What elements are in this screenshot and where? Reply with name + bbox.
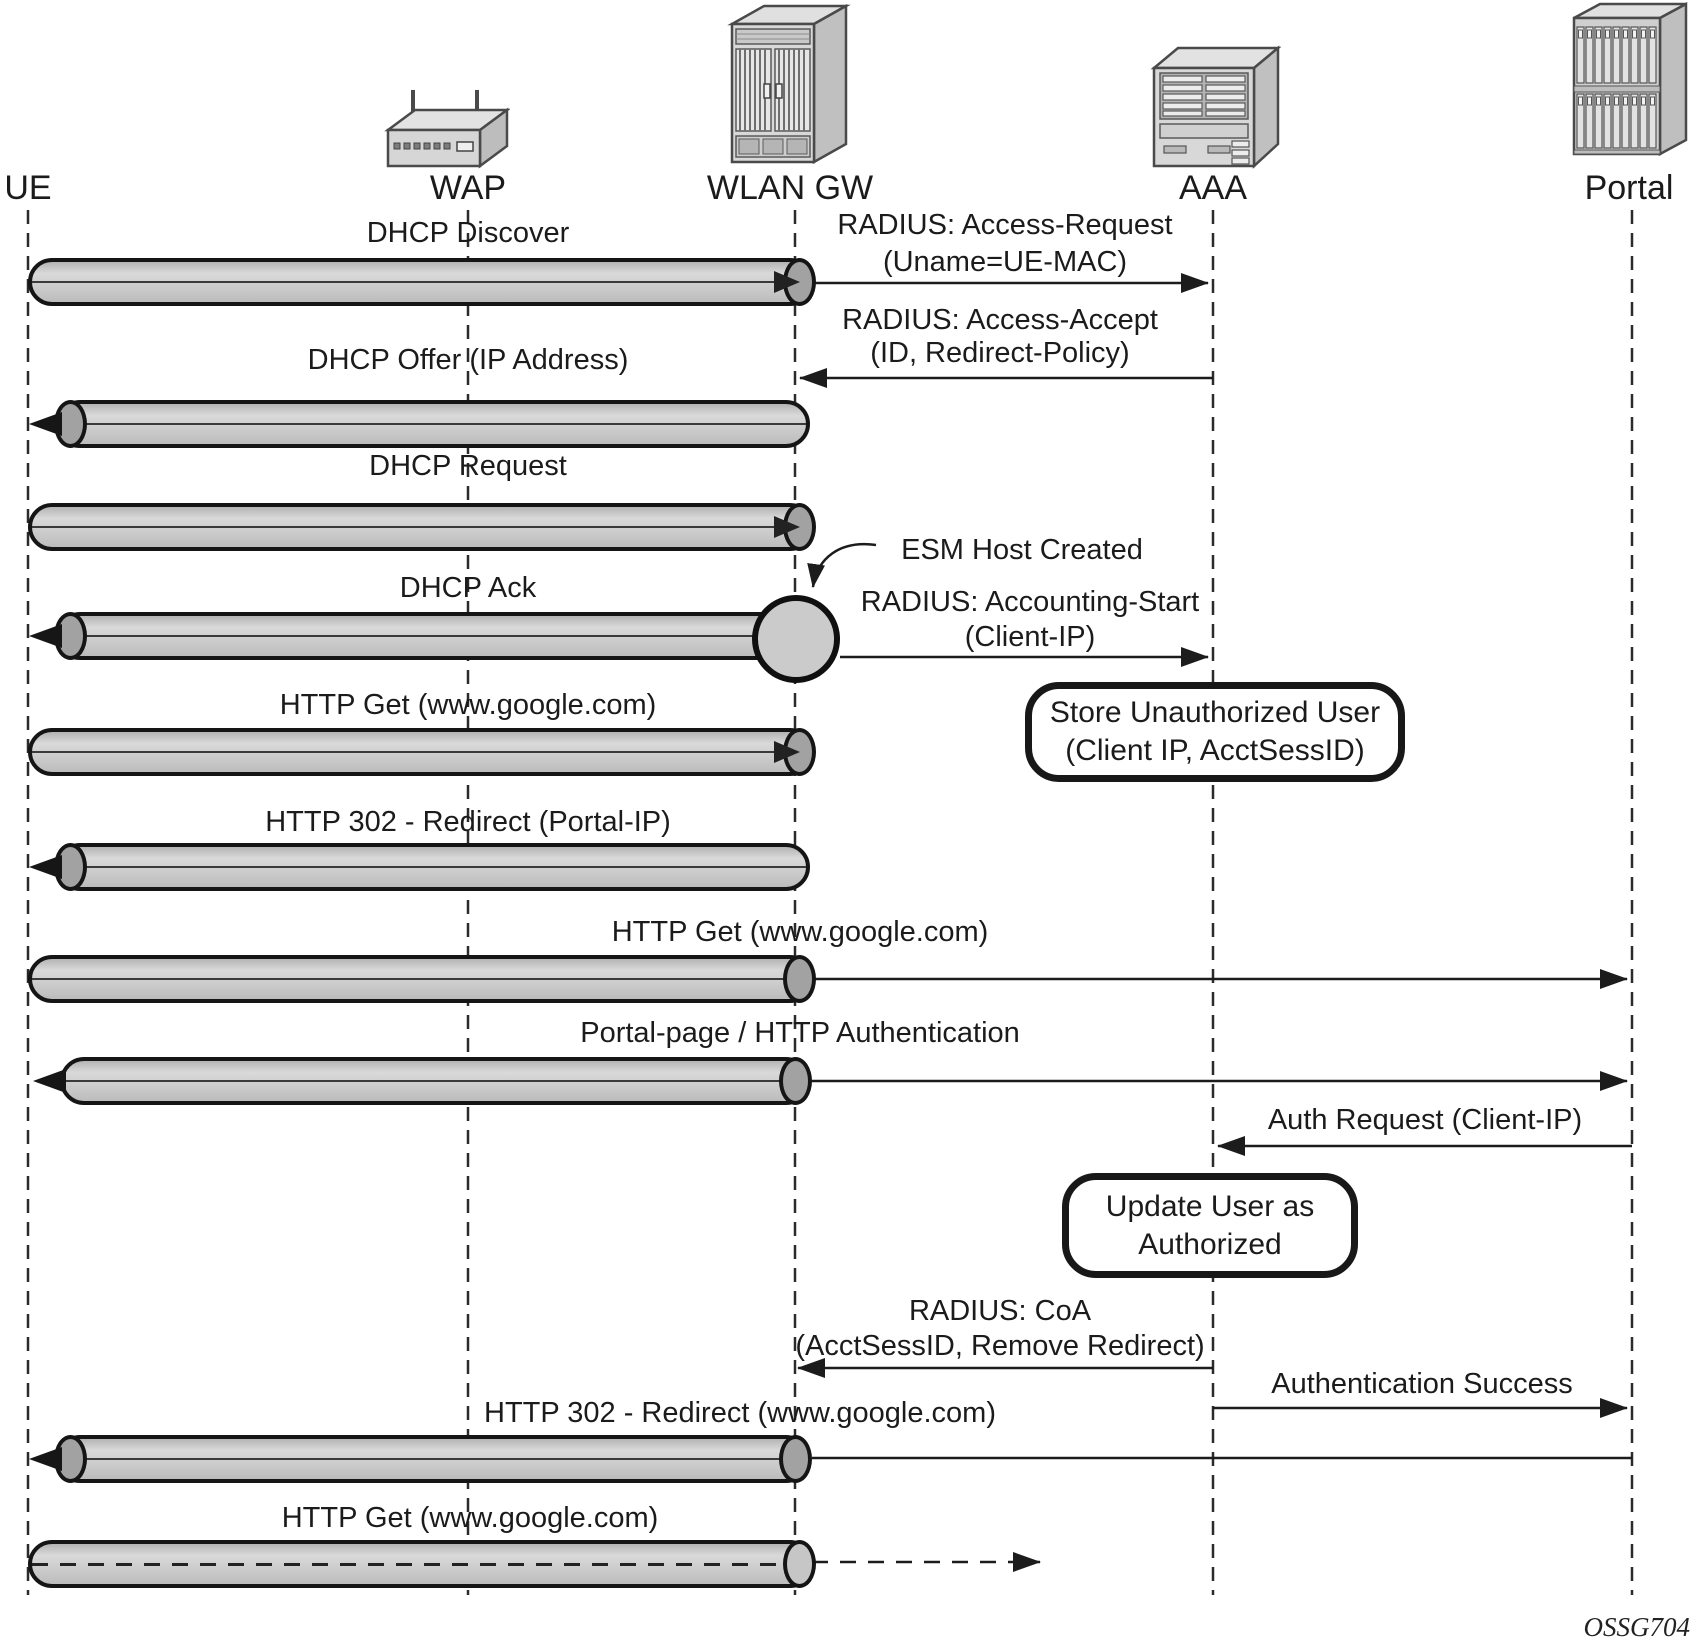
label-auth-request: Auth Request (Client-IP) [1267,1104,1583,1136]
wlan-gateway-chassis-icon [726,3,852,166]
label-accounting-start-line1: RADIUS: Accounting-Start [860,586,1200,618]
actor-label-aaa: AAA [1178,169,1248,207]
label-dhcp-ack: DHCP Ack [399,572,537,604]
esm-host-created-marker [752,595,840,683]
label-portal-page: Portal-page / HTTP Authentication [580,1017,1020,1049]
tube-http-302-portal [29,843,810,891]
esm-callout-curved-arrow [807,542,877,588]
label-esm-host-created: ESM Host Created [901,534,1143,566]
label-http-302-portal: HTTP 302 - Redirect (Portal-IP) [265,806,671,838]
tube-http-get-2 [28,955,816,1003]
figure-id: OSSG704 [1583,1612,1691,1642]
label-dhcp-request: DHCP Request [369,450,567,482]
portal-server-chassis-icon [1568,1,1690,164]
label-coa-line1: RADIUS: CoA [908,1295,1092,1327]
note-store-line1: Store Unauthorized User [1049,696,1381,729]
tube-http-302-google [29,1435,812,1483]
label-auth-success: Authentication Success [1271,1368,1573,1400]
label-coa-line2: (AcctSessID, Remove Redirect) [795,1330,1205,1362]
tube-dhcp-ack [29,612,796,660]
tube-http-get-1 [28,728,816,776]
arrowhead-left-icon [29,1447,62,1471]
arrowhead-left-icon [29,624,62,648]
actor-label-wap: WAP [429,169,507,207]
note-update-line1: Update User as [1105,1189,1315,1223]
label-access-accept-line1: RADIUS: Access-Accept [842,304,1158,336]
aaa-server-icon [1148,40,1282,170]
tube-dhcp-discover [28,258,816,306]
note-store-line2: (Client IP, AcctSessID) [1065,734,1365,767]
note-store-unauthorized-user: Store Unauthorized User (Client IP, Acct… [1025,682,1405,782]
arrowhead-left-icon [29,412,62,436]
arrowhead-right-icon [774,741,800,763]
actor-label-wlan-gw: WLAN GW [706,169,874,207]
label-access-request-line1: RADIUS: Access-Request [837,209,1173,241]
arrowhead-right-icon [774,271,800,293]
arrowhead-left-icon [29,855,62,879]
label-http-get-3: HTTP Get (www.google.com) [281,1502,659,1534]
label-access-accept-line2: (ID, Redirect-Policy) [870,337,1130,369]
tube-http-get-3-dashed [28,1540,816,1588]
note-update-line2: Authorized [1138,1227,1282,1261]
label-dhcp-offer: DHCP Offer (IP Address) [307,344,629,376]
arrowhead-left-icon [33,1069,66,1093]
actor-label-portal: Portal [1584,169,1674,207]
label-http-302-google: HTTP 302 - Redirect (www.google.com) [484,1397,996,1429]
actor-label-ue: UE [4,169,52,207]
label-http-get-2: HTTP Get (www.google.com) [611,916,989,948]
tube-dhcp-request [28,503,816,551]
label-access-request-line2: (Uname=UE-MAC) [882,246,1128,278]
tube-dhcp-offer [29,400,810,448]
tube-portal-page [33,1057,812,1105]
label-http-get-1: HTTP Get (www.google.com) [279,689,657,721]
arrowhead-right-icon [774,516,800,538]
wireless-access-point-icon [380,86,511,172]
note-update-user-authorized: Update User as Authorized [1062,1173,1358,1278]
label-accounting-start-line2: (Client-IP) [964,621,1096,653]
label-dhcp-discover: DHCP Discover [366,217,570,249]
